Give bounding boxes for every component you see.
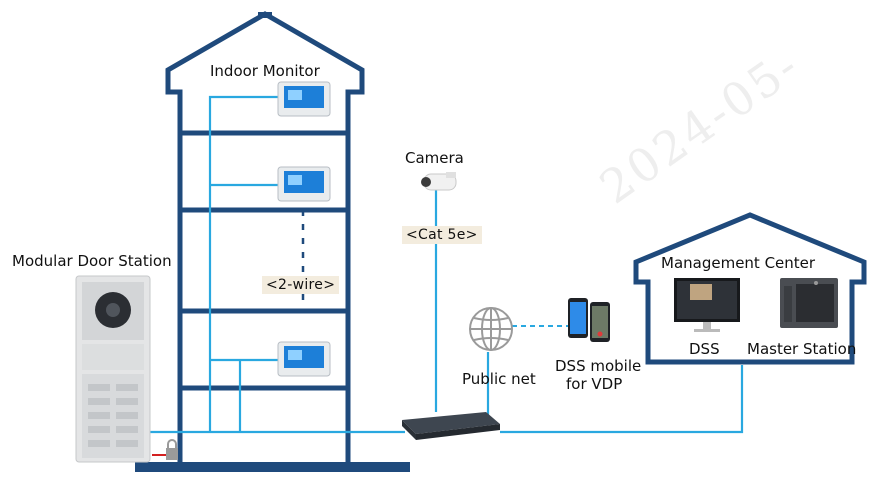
indoor-monitor-1[interactable]	[277, 81, 331, 117]
indoor-monitor-3[interactable]	[277, 341, 331, 377]
roof-chimney	[258, 12, 272, 18]
two-wire-label: <2-wire>	[262, 276, 340, 294]
network-switch[interactable]	[402, 412, 500, 440]
management-house	[633, 212, 867, 365]
dss-monitor-icon[interactable]	[674, 278, 740, 332]
building-base	[135, 462, 410, 472]
camera-icon[interactable]	[421, 172, 457, 191]
master-station-label: Master Station	[747, 340, 857, 358]
modular-door-station[interactable]	[75, 275, 151, 463]
master-station-icon[interactable]	[780, 278, 838, 328]
lock-icon	[166, 439, 178, 460]
mobile-label-line2: for VDP	[566, 375, 623, 393]
residential-building	[165, 11, 365, 462]
indoor-monitor-label: Indoor Monitor	[210, 62, 320, 80]
building-roof	[165, 11, 365, 462]
door-station-label: Modular Door Station	[12, 252, 172, 270]
public-net-label: Public net	[462, 370, 536, 388]
mobile-phone-icon	[568, 298, 610, 342]
globe-icon	[469, 307, 513, 351]
indoor-monitor-2[interactable]	[277, 166, 331, 202]
cat5e-label: <Cat 5e>	[402, 226, 482, 244]
camera-label: Camera	[405, 149, 464, 167]
management-center-label: Management Center	[661, 254, 816, 272]
dss-label: DSS	[689, 340, 720, 358]
mobile-label-line1: DSS mobile	[555, 357, 642, 375]
